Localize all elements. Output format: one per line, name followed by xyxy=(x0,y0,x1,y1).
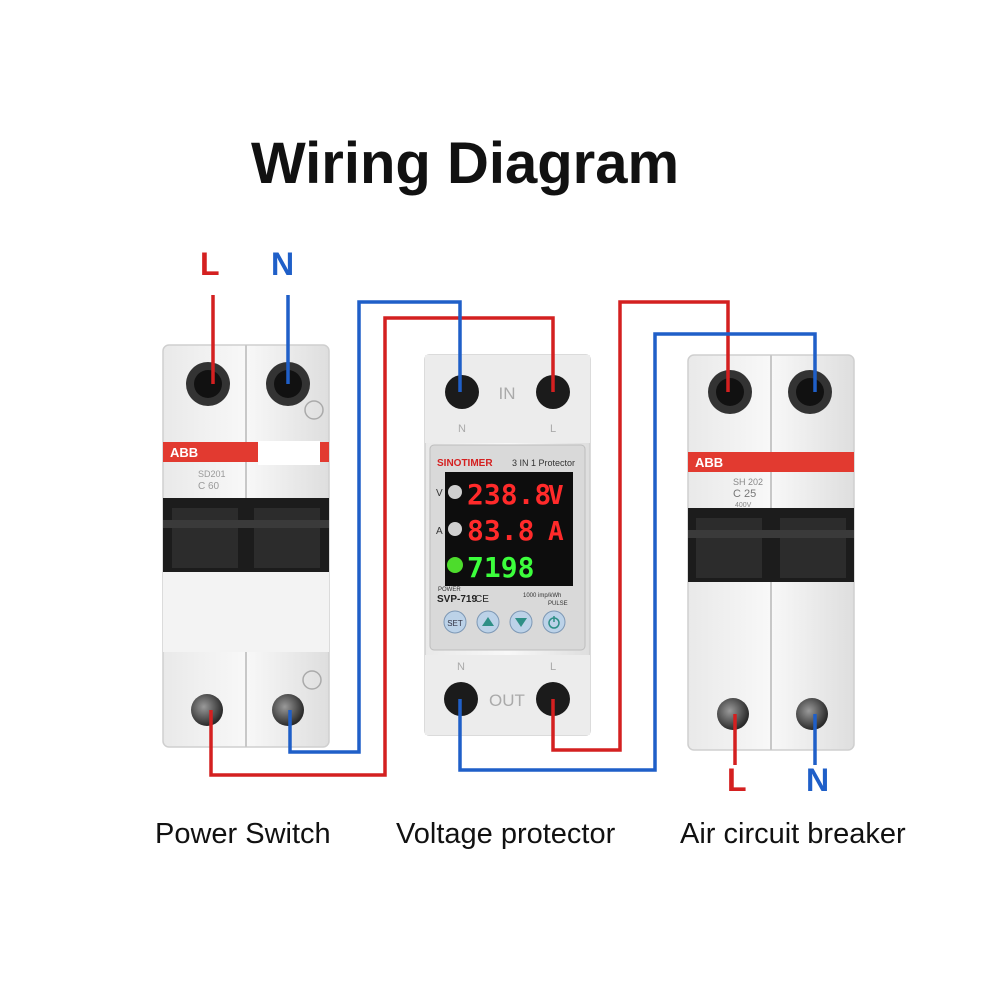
protector-to-breaker-live-wire xyxy=(551,300,730,752)
voltage-protector-caption: Voltage protector xyxy=(396,818,616,850)
svg-text:N: N xyxy=(458,423,466,435)
breaker-top-terminals xyxy=(708,370,832,414)
supply-live-label: L xyxy=(200,246,220,282)
svg-text:A: A xyxy=(436,526,443,537)
svg-text:1000 imp/kWh: 1000 imp/kWh xyxy=(523,593,561,599)
air-circuit-breaker: ABB SH 202 C 25 400V 6000 xyxy=(687,354,855,751)
live-wires xyxy=(209,295,737,777)
svg-text:L: L xyxy=(550,661,556,673)
svg-text:PULSE: PULSE xyxy=(548,601,568,607)
up-arrow-icon xyxy=(482,617,494,626)
energy-reading: 7198 xyxy=(467,551,534,584)
power-switch-model: SD201 xyxy=(198,469,226,479)
switch-to-protector-neutral-wire xyxy=(288,300,462,754)
set-button[interactable]: SET xyxy=(443,610,467,634)
switch-to-protector-live-wire xyxy=(209,316,555,777)
svg-text:POWER: POWER xyxy=(438,587,461,593)
svg-text:V: V xyxy=(436,488,443,499)
breaker-brand: ABB xyxy=(695,455,723,470)
supply-neutral-label: N xyxy=(271,246,295,282)
voltage-unit: V xyxy=(548,481,564,511)
power-switch: ABB SD201 C 60 xyxy=(162,344,330,748)
page-title: Wiring Diagram xyxy=(250,131,680,196)
protector-to-breaker-neutral-wire xyxy=(458,332,817,772)
load-live-label: L xyxy=(727,762,747,798)
current-reading: 83.8 xyxy=(467,514,534,547)
power-switch-rating: C 60 xyxy=(198,481,220,492)
up-arrow-button[interactable] xyxy=(476,610,500,634)
svg-text:CE: CE xyxy=(475,594,489,605)
breaker-model: SH 202 xyxy=(733,477,763,487)
power-switch-caption: Power Switch xyxy=(155,818,331,850)
power-switch-top-terminals xyxy=(186,362,324,420)
svg-text:400V: 400V xyxy=(735,502,752,509)
breaker-bottom-terminals xyxy=(717,698,828,730)
voltage-reading: 238.8 xyxy=(467,478,551,511)
neutral-wires xyxy=(286,295,817,772)
svg-text:SET: SET xyxy=(447,619,463,628)
protector-out-label: OUT xyxy=(489,691,525,710)
breaker-toggle[interactable] xyxy=(688,508,854,582)
down-arrow-icon xyxy=(515,618,527,627)
protector-lcd xyxy=(445,472,573,586)
voltage-protector: IN N L SINOTIMER 3 IN 1 Protector V A 23… xyxy=(424,354,591,736)
air-circuit-breaker-caption: Air circuit breaker xyxy=(680,818,906,850)
protector-in-label: IN xyxy=(499,384,516,403)
protector-subtitle: 3 IN 1 Protector xyxy=(512,458,575,468)
power-button[interactable] xyxy=(542,610,566,634)
power-switch-brand: ABB xyxy=(170,445,198,460)
breaker-rating: C 25 xyxy=(733,488,756,500)
protector-model: SVP-719 xyxy=(437,594,477,605)
power-switch-bottom-terminals xyxy=(191,670,322,726)
current-unit: A xyxy=(548,517,564,547)
breaker-brand-stripe xyxy=(688,452,854,472)
load-neutral-label: N xyxy=(806,762,830,798)
power-switch-toggle[interactable] xyxy=(163,498,329,572)
svg-text:L: L xyxy=(550,423,556,435)
protector-brand: SINOTIMER xyxy=(437,458,493,469)
power-indicator-led xyxy=(447,557,463,573)
down-arrow-button[interactable] xyxy=(509,610,533,634)
svg-text:N: N xyxy=(457,661,465,673)
